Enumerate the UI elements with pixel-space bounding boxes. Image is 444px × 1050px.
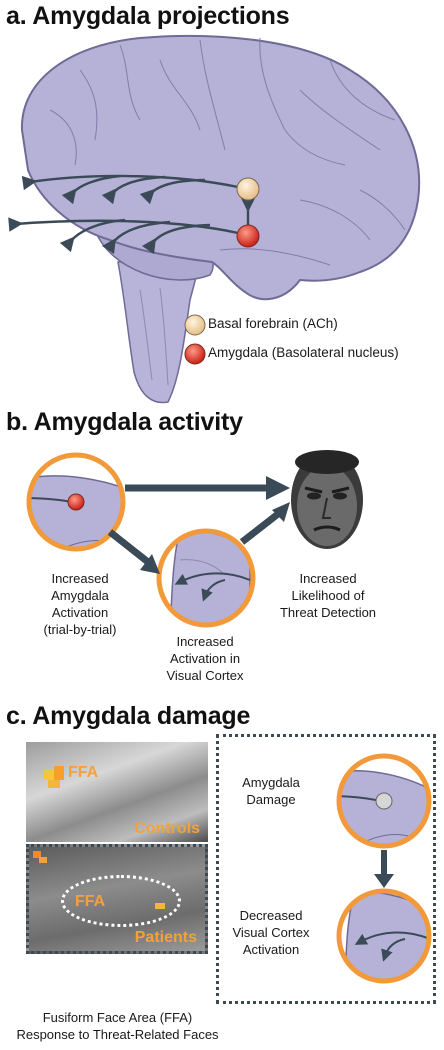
- label-visual-activation: Increased Activation in Visual Cortex: [145, 633, 265, 684]
- decreased-zoom-ring: [336, 888, 432, 984]
- label-amygdala-line1: Increased: [51, 571, 109, 586]
- label-threat-line1: Increased: [299, 571, 357, 586]
- decreased-label-line1: Decreased: [239, 908, 303, 923]
- label-amygdala-line3: Activation: [51, 605, 109, 620]
- damage-zoom-ring: [336, 753, 432, 849]
- ffa-ellipse: [61, 875, 181, 927]
- mri-controls-image: FFA Controls: [26, 742, 208, 842]
- decreased-label-line3: Activation: [242, 942, 300, 957]
- ffa-label-patients: FFA: [75, 893, 106, 910]
- cerebrum: [20, 34, 421, 301]
- damage-label-line1: Amygdala: [242, 775, 300, 790]
- label-amygdala-line2: Amygdala: [51, 588, 109, 603]
- ffa-caption-line2: Response to Threat-Related Faces: [16, 1027, 219, 1042]
- ffa-caption: Fusiform Face Area (FFA) Response to Thr…: [0, 1009, 235, 1043]
- label-threat-line2: Likelihood of: [291, 588, 365, 603]
- arrow-visual-to-face: [272, 502, 290, 522]
- ffa-blob-1: [44, 770, 56, 780]
- label-visual-line1: Increased: [176, 634, 234, 649]
- arrow-to-visual: [140, 554, 160, 574]
- basal-forebrain-node: [236, 177, 260, 201]
- visual-cortex-zoom-ring: [156, 528, 256, 628]
- patients-blob-1: [33, 851, 41, 858]
- panel-a-title: a. Amygdala projections: [6, 2, 290, 30]
- threat-face: [291, 450, 363, 549]
- amygdala-damage-box: [216, 734, 436, 1004]
- damaged-amygdala-dot: [375, 792, 393, 810]
- amygdala-zoom-ring: [26, 452, 126, 552]
- brainstem: [117, 261, 201, 404]
- panel-c-diagram: [336, 753, 432, 984]
- label-amygdala-activation: Increased Amygdala Activation (trial-by-…: [20, 570, 140, 638]
- legend-basal-dot: [184, 314, 206, 336]
- ffa-blob-2: [54, 766, 64, 780]
- panel-b-title: b. Amygdala activity: [6, 408, 243, 436]
- legend-label-amygdala: Amygdala (Basolateral nucleus): [208, 345, 399, 360]
- label-visual-line3: Visual Cortex: [166, 668, 244, 683]
- ffa-label-controls: FFA: [68, 764, 99, 781]
- panel-c-title: c. Amygdala damage: [6, 702, 251, 730]
- decreased-label-line2: Visual Cortex: [232, 925, 310, 940]
- controls-label: Controls: [134, 820, 200, 837]
- patients-blob-2: [39, 857, 47, 863]
- decreased-label: Decreased Visual Cortex Activation: [222, 907, 320, 958]
- patients-label: Patients: [134, 929, 197, 946]
- amygdala-node: [236, 224, 260, 248]
- label-threat-line3: Threat Detection: [279, 605, 377, 620]
- damage-label: Amygdala Damage: [222, 774, 320, 808]
- amygdala-zoom-dot: [67, 493, 85, 511]
- label-amygdala-line4: (trial-by-trial): [43, 622, 117, 637]
- legend-label-basal: Basal forebrain (ACh): [208, 316, 338, 331]
- ffa-caption-line1: Fusiform Face Area (FFA): [42, 1010, 193, 1025]
- damage-label-line2: Damage: [246, 792, 296, 807]
- label-threat-detection: Increased Likelihood of Threat Detection: [262, 570, 394, 621]
- brain-illustration: [8, 34, 421, 404]
- legend-amygdala-dot: [184, 343, 206, 365]
- panel-b-diagram: [26, 450, 363, 628]
- legend-markers: [184, 314, 206, 365]
- arrow-to-face: [266, 476, 290, 500]
- ffa-blob-3: [48, 780, 60, 788]
- damage-arrow-head: [374, 874, 394, 888]
- mri-patients-image: FFA Patients: [26, 844, 208, 954]
- label-visual-line2: Activation in: [169, 651, 241, 666]
